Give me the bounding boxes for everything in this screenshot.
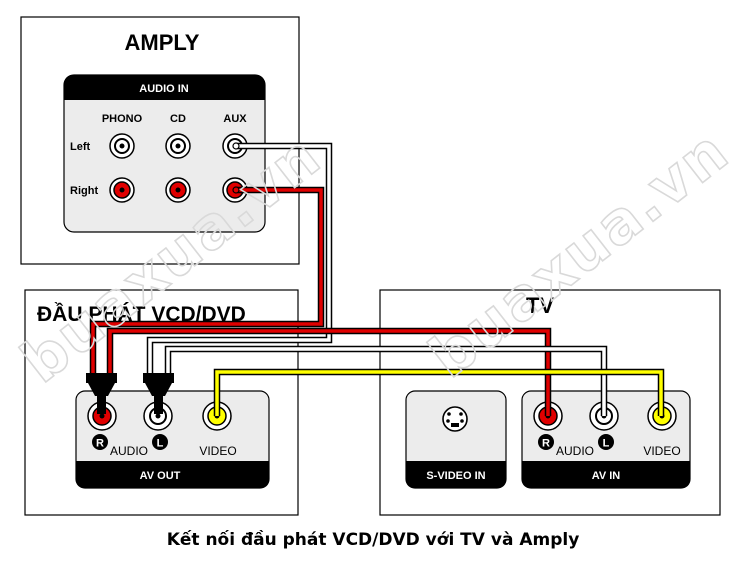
player-r-y-plug bbox=[86, 373, 117, 414]
amply-title: AMPLY bbox=[125, 30, 200, 55]
tv-video-label: VIDEO bbox=[643, 444, 680, 458]
tv-svideo-label: S-VIDEO IN bbox=[426, 470, 485, 482]
player-l-badge: L bbox=[152, 434, 168, 450]
tv-l-badge: L bbox=[598, 434, 614, 450]
amply-col-cd: CD bbox=[170, 113, 186, 125]
svg-text:R: R bbox=[96, 438, 104, 450]
caption: Kết nối đầu phát VCD/DVD với TV và Amply bbox=[166, 530, 580, 550]
player-audio-r-jack bbox=[87, 401, 117, 431]
tv-svideo-footer-bar bbox=[406, 461, 506, 488]
tv-av-in-label: AV IN bbox=[592, 470, 621, 482]
amply-panel-header-bar bbox=[64, 75, 265, 100]
amply-red-cable bbox=[91, 188, 323, 375]
aux-left-plug-tip bbox=[232, 142, 240, 150]
player-title: ĐẦU PHÁT VCD/DVD bbox=[37, 303, 246, 326]
amply-row-right: Right bbox=[70, 185, 98, 197]
tv-av-in-footer-bar bbox=[522, 461, 690, 488]
tv-white-cable bbox=[166, 347, 606, 416]
player-l-y-plug bbox=[143, 373, 174, 414]
player-panel-label: AV OUT bbox=[140, 470, 181, 482]
video-yellow-cable bbox=[215, 370, 663, 416]
amply-phono-left-jack bbox=[109, 133, 135, 159]
amply-row-left: Left bbox=[70, 141, 91, 153]
aux-right-plug-tip bbox=[232, 186, 240, 194]
player-panel-footer-bar bbox=[76, 461, 269, 488]
amply-white-cable bbox=[148, 144, 331, 375]
svg-text:L: L bbox=[157, 438, 164, 450]
player-audio-label: AUDIO bbox=[110, 444, 148, 458]
player-video-label: VIDEO bbox=[199, 444, 236, 458]
svg-text:R: R bbox=[542, 438, 550, 450]
svg-text:L: L bbox=[603, 438, 610, 450]
tv-r-badge: R bbox=[538, 434, 554, 450]
player-r-badge: R bbox=[92, 434, 108, 450]
amply-panel-label: AUDIO IN bbox=[139, 83, 189, 95]
tv-audio-label: AUDIO bbox=[556, 444, 594, 458]
amply-cd-left-jack bbox=[165, 133, 191, 159]
amply-phono-right-jack bbox=[109, 177, 135, 203]
amply-col-aux: AUX bbox=[223, 113, 247, 125]
amply-col-phono: PHONO bbox=[102, 113, 143, 125]
tv-title: TV bbox=[526, 293, 554, 318]
svideo-port-icon bbox=[442, 406, 468, 432]
amply-cd-right-jack bbox=[165, 177, 191, 203]
